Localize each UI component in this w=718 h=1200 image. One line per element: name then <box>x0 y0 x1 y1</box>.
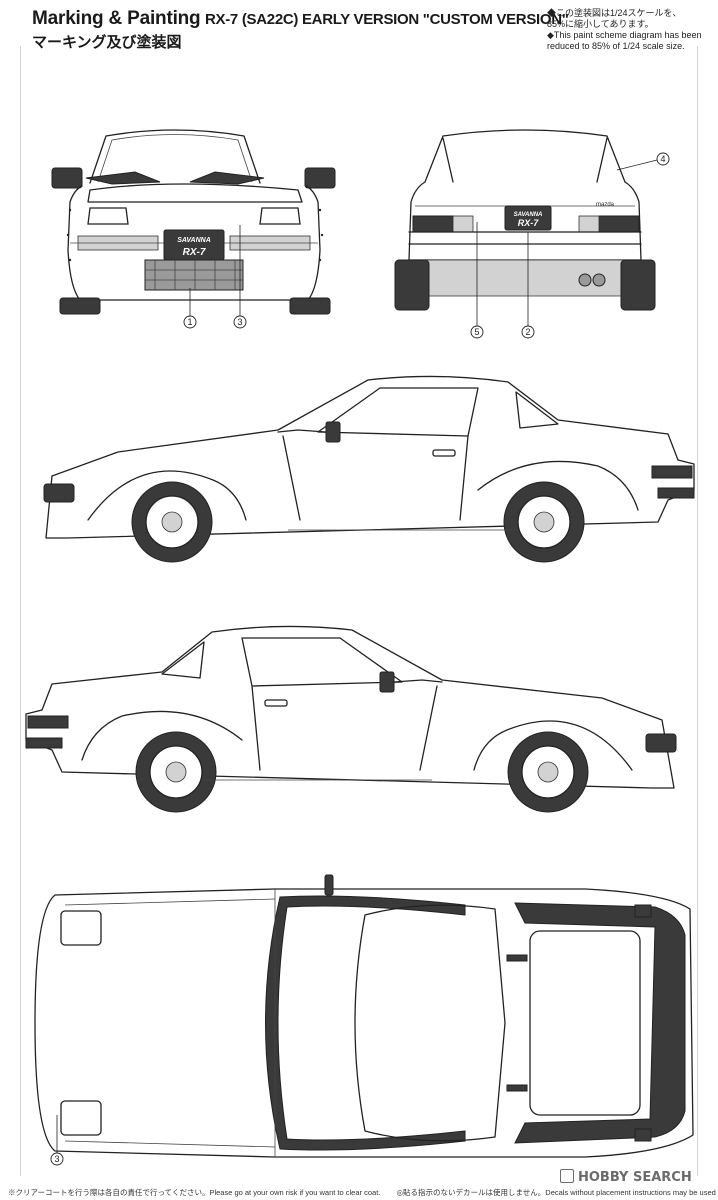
front-plate-text-2: RX-7 <box>183 247 206 258</box>
rear-callout-2: 2 <box>521 232 535 339</box>
front-view-diagram: SAVANNA RX-7 1 3 <box>51 129 336 329</box>
svg-text:3: 3 <box>54 1154 59 1164</box>
watermark-text: HOBBY SEARCH <box>578 1170 692 1185</box>
rear-callout-4: 4 <box>616 152 670 171</box>
rear-callout-5: 5 <box>470 222 484 339</box>
front-plate-text-1: SAVANNA <box>177 237 211 244</box>
scale-note-jp-1: ◆この塗装図は1/24スケールを、 <box>547 8 682 18</box>
model-title: RX-7 (SA22C) EARLY VERSION "CUSTOM VERSI… <box>205 11 569 28</box>
page-title-jp: マーキング及び塗装図 <box>32 34 182 51</box>
svg-text:5: 5 <box>474 327 479 337</box>
side-view-right-diagram <box>25 625 677 813</box>
rear-plate-text-2: RX-7 <box>518 218 539 228</box>
side-view-left-diagram <box>43 375 695 563</box>
svg-text:3: 3 <box>237 317 242 327</box>
hobbysearch-logo-icon <box>560 1169 574 1183</box>
footer-note-clear-coat: ※クリアーコートを行う際は各自の責任で行ってください。Please go at … <box>8 1188 381 1197</box>
top-callout-3: 3 <box>50 1115 64 1166</box>
rear-plate-text-1: SAVANNA <box>514 212 543 218</box>
scale-note: ◆この塗装図は1/24スケールを、 85%に縮小してあります。 ◆This pa… <box>547 8 715 52</box>
front-callout-3: 3 <box>233 225 247 329</box>
watermark: HOBBY SEARCH <box>560 1169 692 1185</box>
scale-note-en-1: ◆This paint scheme diagram has been <box>547 30 702 40</box>
svg-text:4: 4 <box>660 154 665 164</box>
top-view-diagram: 3 <box>34 874 694 1166</box>
scale-note-jp-2: 85%に縮小してあります。 <box>547 19 654 29</box>
footer-note-decals: ◎貼る指示のないデカールは使用しません。Decals without place… <box>396 1188 718 1197</box>
scale-note-en-2: reduced to 85% of 1/24 scale size. <box>547 41 685 51</box>
rear-view-diagram: SAVANNA RX-7 mazda 4 5 2 <box>394 129 670 339</box>
rear-mazda-badge: mazda <box>596 202 615 208</box>
footer-notes: ※クリアーコートを行う際は各自の責任で行ってください。Please go at … <box>8 1187 718 1198</box>
svg-text:1: 1 <box>187 317 192 327</box>
svg-text:2: 2 <box>525 327 530 337</box>
page-title: Marking & Painting <box>32 8 201 29</box>
page-frame <box>20 46 698 1176</box>
front-callout-1: 1 <box>183 288 197 329</box>
